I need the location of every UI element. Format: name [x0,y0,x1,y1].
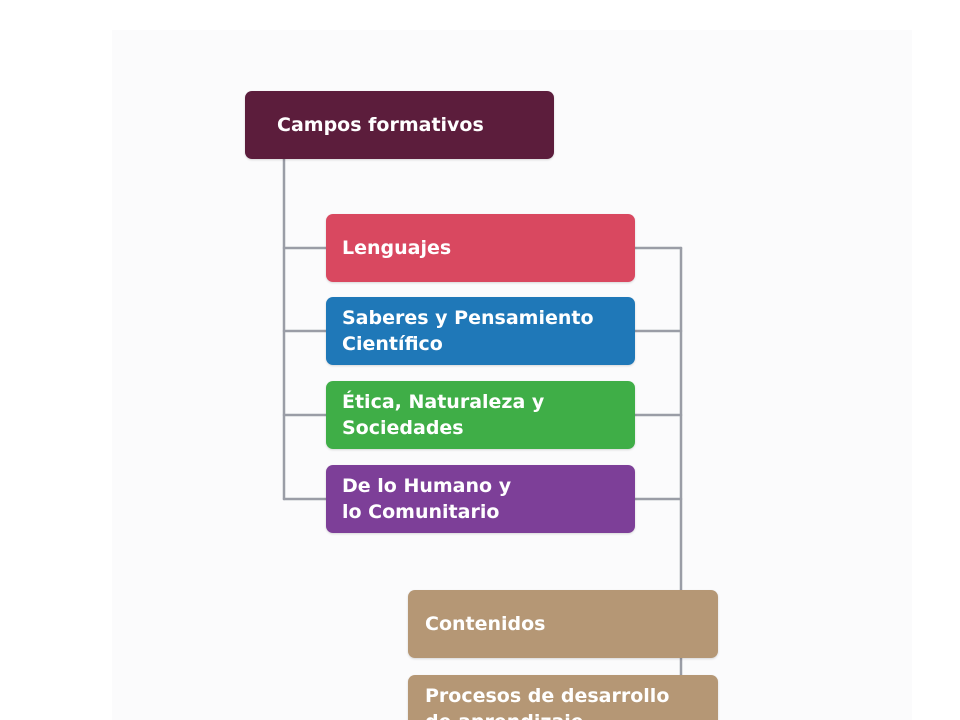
etica-naturaleza-label: Ética, Naturaleza y Sociedades [342,391,545,439]
humano-comunitario-box: De lo Humano y lo Comunitario [326,465,635,533]
saberes-pensamiento-label: Saberes y Pensamiento Científico [342,307,594,355]
contenidos-box: Contenidos [408,590,718,658]
campos-formativos-label: Campos formativos [277,114,484,136]
lenguajes-box: Lenguajes [326,214,635,282]
humano-comunitario-label: De lo Humano y lo Comunitario [342,475,512,523]
lenguajes-label: Lenguajes [342,237,452,259]
campos-formativos-box: Campos formativos [245,91,554,159]
etica-naturaleza-box: Ética, Naturaleza y Sociedades [326,381,635,449]
procesos-desarrollo-box: Procesos de desarrollo de aprendizaje [408,675,718,720]
saberes-pensamiento-box: Saberes y Pensamiento Científico [326,297,635,365]
contenidos-label: Contenidos [425,613,546,635]
procesos-desarrollo-label: Procesos de desarrollo de aprendizaje [425,685,670,720]
